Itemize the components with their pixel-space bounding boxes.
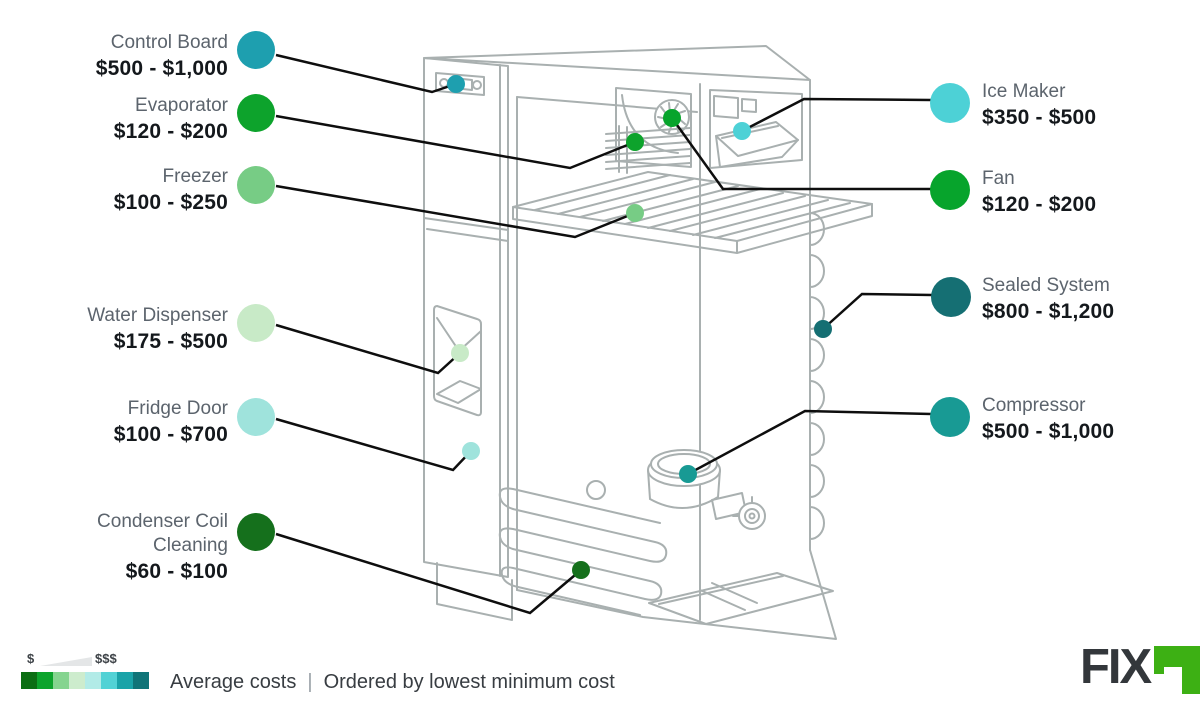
leader-line-evaporator [275,114,636,170]
label-fan: Fan $120 - $200 [982,167,1200,219]
control-board-dot [447,75,465,93]
evaporator-swatch [237,94,275,132]
fixr-logo-r-icon [1154,646,1200,694]
label-control-board: Control Board $500 - $1,000 [18,31,228,83]
label-name: Fan [982,168,1015,189]
condenser-swatch [237,513,275,551]
compressor-drawing [586,449,766,530]
ice-maker-dot [733,122,751,140]
leader-line-compressor [687,409,932,476]
legend-color-bar [21,672,149,689]
ice-maker-swatch [930,83,970,123]
sealed-system-swatch [931,277,971,317]
freezer-dot [626,204,644,222]
fridge-door-swatch [237,398,275,436]
label-price: $120 - $200 [982,193,1097,216]
leader-line-water-dispenser [275,323,461,375]
legend-swatch [133,672,149,689]
compressor-swatch [930,397,970,437]
control-board-swatch [237,31,275,69]
label-price: $175 - $500 [113,330,228,353]
label-name: Freezer [162,166,228,187]
leader-line-freezer [275,184,636,239]
label-price: $120 - $200 [113,120,228,143]
leader-line-fridge-door [275,417,472,472]
fridge-top-face [423,45,811,81]
condenser-dot [572,561,590,579]
fridge-door-dot [462,442,480,460]
leader-line-condenser [275,532,582,615]
legend-swatch [117,672,133,689]
legend-swatch [37,672,53,689]
sealed-system-coils-drawing [809,212,825,540]
legend-swatch [21,672,37,689]
label-fridge-door: Fridge Door $100 - $700 [18,397,228,449]
legend-caption: Average costs [170,671,297,693]
fridge-front-door-face [423,57,509,578]
label-price: $800 - $1,200 [982,300,1115,323]
label-name: Sealed System [982,275,1110,296]
label-price: $60 - $100 [125,560,228,583]
leader-line-fan [670,117,931,191]
label-sealed-system: Sealed System $800 - $1,200 [982,274,1200,326]
label-name: Condenser Coil Cleaning [97,511,228,556]
freezer-swatch [237,166,275,204]
label-price: $500 - $1,000 [95,57,228,80]
legend-separator: | [307,671,313,693]
label-evaporator: Evaporator $120 - $200 [18,94,228,146]
leader-line-ice-maker [741,97,932,133]
legend-swatch [85,672,101,689]
label-ice-maker: Ice Maker $350 - $500 [982,80,1200,132]
water-dispenser-swatch [237,304,275,342]
label-freezer: Freezer $100 - $250 [18,165,228,217]
refrigerator-drawing [423,45,873,640]
cost-scale-legend: $ $$$ Average costs | Ordered by lowest mi… [0,645,700,701]
leader-line-sealed-system [822,292,933,330]
label-name: Water Dispenser [87,305,228,326]
water-dispenser-dot [451,344,469,362]
condenser-coil-drawing [498,487,668,616]
ice-maker-drawing [709,89,803,169]
door-split-line [423,217,509,242]
label-water-dispenser: Water Dispenser $175 - $500 [18,304,228,356]
fixr-logo: FIX [1080,643,1200,695]
label-condenser-coil-cleaning: Condenser Coil Cleaning $60 - $100 [68,510,228,586]
legend-swatch [101,672,117,689]
label-compressor: Compressor $500 - $1,000 [982,394,1200,446]
evaporator-dot [626,133,644,151]
label-price: $100 - $700 [113,423,228,446]
fridge-bottom-outline [516,549,837,640]
fan-dot [663,109,681,127]
legend-swatch [53,672,69,689]
label-name: Ice Maker [982,81,1066,102]
fan-swatch [930,170,970,210]
label-name: Control Board [110,32,228,53]
leader-line-control-board [275,53,457,94]
label-price: $350 - $500 [982,106,1097,129]
sealed-system-dot [814,320,832,338]
freezer-shelf-drawing [512,171,873,254]
cost-wedge-icon [40,657,92,666]
legend-min-symbol: $ [27,651,35,666]
label-name: Evaporator [135,95,228,116]
label-name: Compressor [982,395,1086,416]
drain-tray-drawing [648,572,834,625]
label-price: $500 - $1,000 [982,420,1115,443]
legend-swatch [69,672,85,689]
fixr-logo-text: FIX [1080,640,1152,694]
label-name: Fridge Door [127,398,228,419]
legend-note: Ordered by lowest minimum cost [323,671,615,693]
label-price: $100 - $250 [113,191,228,214]
legend-max-symbol: $$$ [95,651,117,666]
compressor-dot [679,465,697,483]
